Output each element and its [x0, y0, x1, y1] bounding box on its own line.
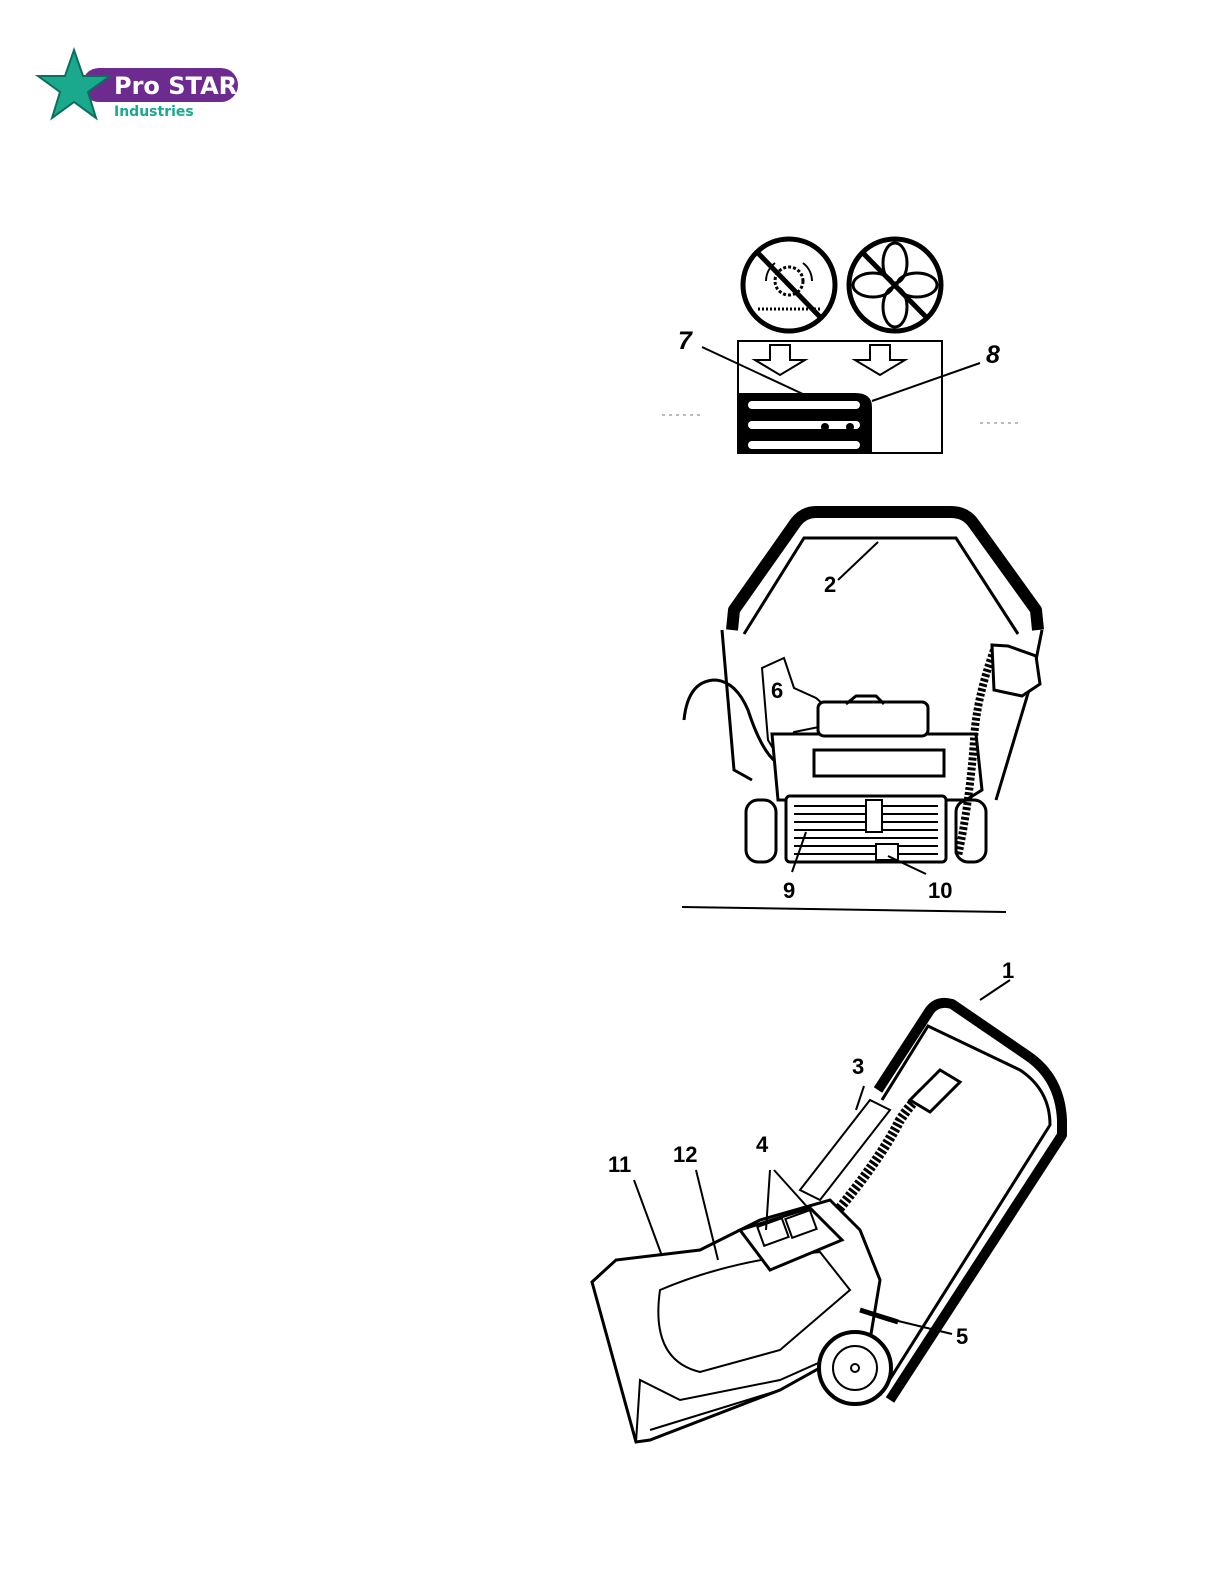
no-fan-icon — [849, 239, 941, 331]
callout-5: 5 — [956, 1326, 968, 1348]
star-icon — [38, 50, 110, 118]
callout-11: 11 — [608, 1154, 631, 1176]
callout-8: 8 — [986, 343, 1000, 368]
logo-subtitle-text: Industries — [114, 104, 194, 120]
callout-12: 12 — [673, 1144, 697, 1166]
rear-view-drawing — [676, 500, 1036, 920]
logo-graphic: Pro STAR Industries — [34, 46, 244, 120]
callout-7: 7 — [678, 329, 692, 354]
handle-grip — [732, 512, 1038, 630]
company-logo: Pro STAR Industries — [34, 46, 244, 120]
callout-2: 2 — [824, 574, 836, 596]
machine-overview-drawing — [580, 960, 1100, 1450]
callout-6: 6 — [771, 680, 783, 702]
callout-9: 9 — [783, 880, 795, 902]
figure-brush-warning: 7 8 — [640, 235, 1040, 465]
callout-10: 10 — [928, 880, 952, 902]
brush-warning-drawing — [640, 235, 1040, 465]
figure-machine-overview: 1 3 4 11 12 5 — [580, 960, 1100, 1450]
callout-1: 1 — [1002, 960, 1014, 982]
callout-4: 4 — [756, 1134, 768, 1156]
callout-3: 3 — [852, 1056, 864, 1078]
figure-rear-view: 2 6 9 10 — [676, 500, 1036, 920]
logo-brand-text: Pro STAR — [114, 72, 237, 100]
no-brush-icon — [743, 239, 835, 331]
